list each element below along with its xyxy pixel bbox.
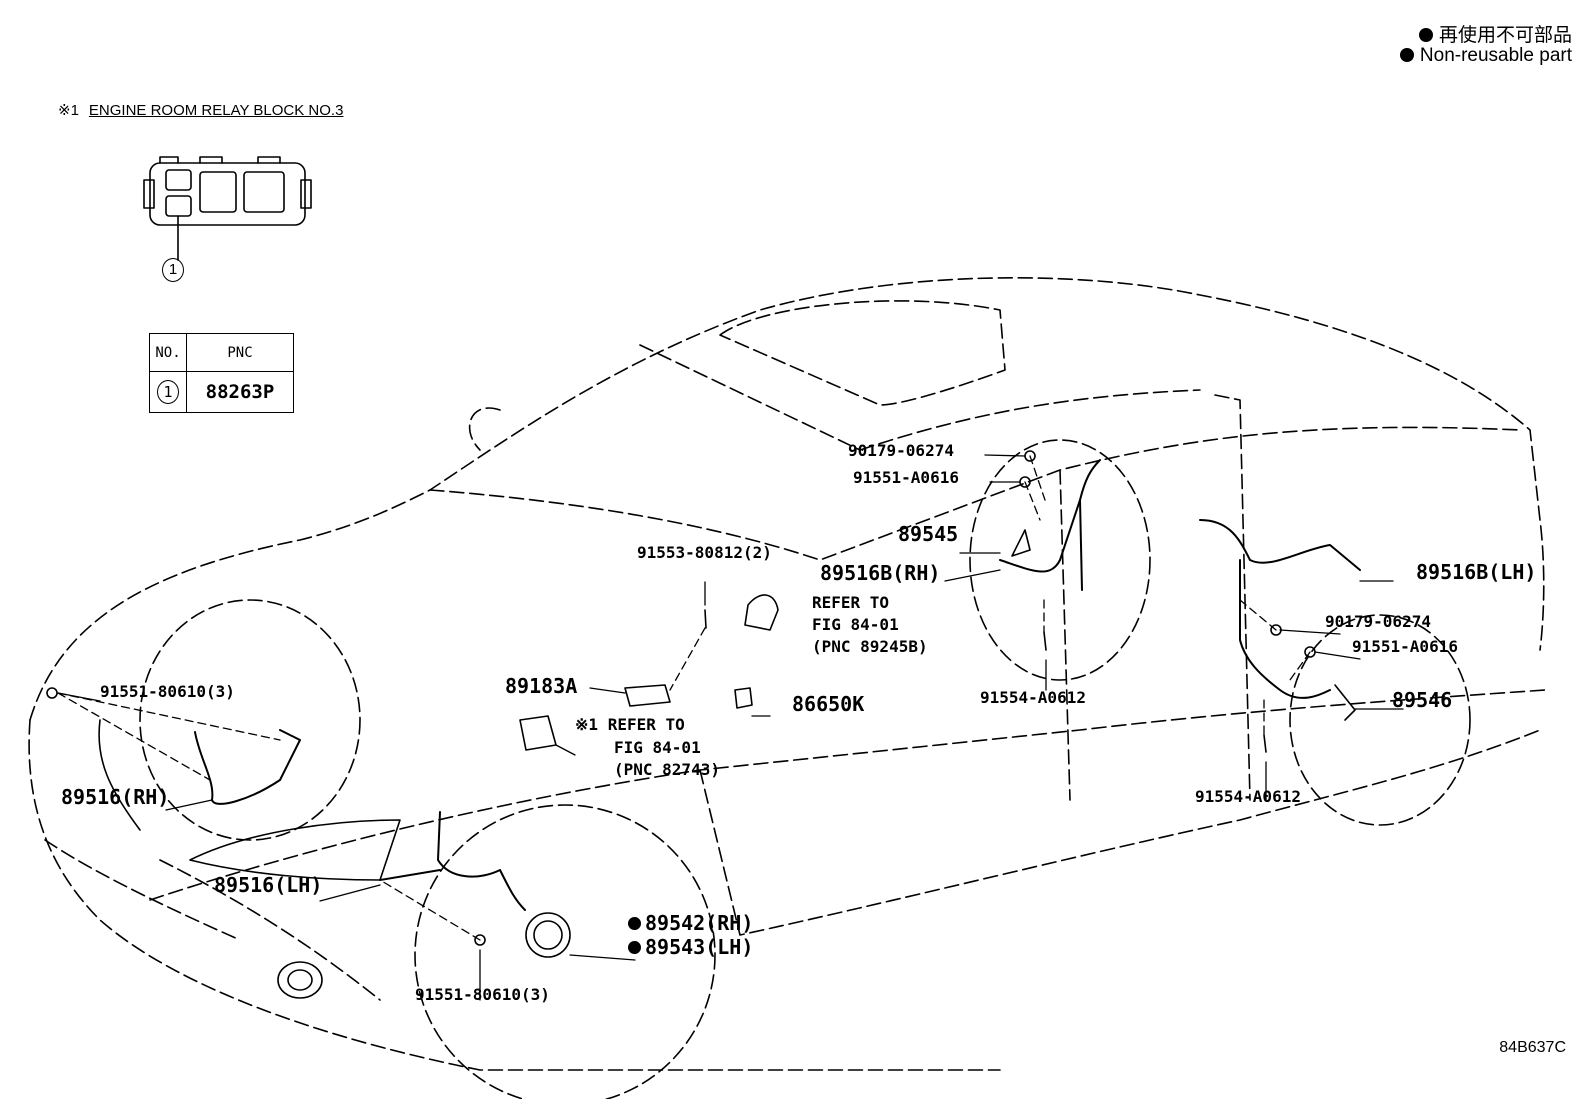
refer-fig-84-01-b-line1: ※1 REFER TO: [575, 717, 685, 733]
part-91551-80610-b[interactable]: 91551-80610(3): [415, 985, 550, 1004]
relay-block-title-text: ENGINE ROOM RELAY BLOCK NO.3: [88, 102, 344, 119]
relay-block-title: ※1 ENGINE ROOM RELAY BLOCK NO.3: [58, 101, 343, 119]
refer-fig-84-01-a-line3: (PNC 89245B): [812, 637, 928, 656]
legend-en: Non-reusable part: [1399, 45, 1572, 67]
leader-lines: [57, 454, 1404, 1001]
non-reusable-dot-icon: [1418, 28, 1433, 42]
legend-ja: 再使用不可部品: [1418, 20, 1572, 47]
non-reusable-dot-icon: [1399, 48, 1414, 62]
refer-text: REFER TO: [607, 715, 685, 734]
wheel-outlines: [139, 439, 1471, 1099]
legend-ja-text: 再使用不可部品: [1438, 25, 1572, 46]
part-91554-A0612-a[interactable]: 91554-A0612: [980, 688, 1086, 707]
part-89183A[interactable]: 89183A: [505, 674, 578, 698]
part-91554-A0612-b[interactable]: 91554-A0612: [1195, 787, 1301, 806]
part-91551-A0616-a[interactable]: 91551-A0616: [853, 468, 959, 487]
relay-callout: 1: [162, 258, 184, 282]
part-89546[interactable]: 89546: [1392, 688, 1453, 712]
part-89543-LH-text: 89543(LH): [645, 935, 754, 959]
part-89516B-RH[interactable]: 89516B(RH): [820, 561, 941, 585]
refer-mark: ※1: [575, 715, 599, 734]
refer-fig-84-01-a-line1: REFER TO: [812, 593, 890, 612]
part-91553-80812[interactable]: 91553-80812(2): [637, 543, 772, 562]
relay-callout-number: 1: [162, 258, 184, 282]
part-90179-06274-a[interactable]: 90179-06274: [848, 441, 954, 460]
pnc-table: NO. PNC 1 88263P: [149, 333, 294, 413]
sensor-harnesses: [194, 459, 1361, 911]
refer-fig-84-01-b-line2[interactable]: FIG 84-01: [614, 738, 701, 757]
part-89542-RH[interactable]: 89542(RH): [628, 913, 753, 933]
pnc-header-no: NO.: [149, 333, 187, 372]
part-90179-06274-b[interactable]: 90179-06274: [1325, 612, 1431, 631]
part-86650K[interactable]: 86650K: [792, 692, 865, 716]
part-89516B-LH[interactable]: 89516B(LH): [1416, 560, 1537, 584]
car-body-outline: [28, 277, 1546, 1071]
part-89543-LH[interactable]: 89543(LH): [628, 937, 753, 957]
non-reusable-dot-icon: [628, 917, 641, 930]
pnc-row-pnc: 88263P: [186, 371, 294, 413]
part-89516-RH[interactable]: 89516(RH): [61, 785, 170, 809]
part-89542-RH-text: 89542(RH): [645, 911, 754, 935]
refer-fig-84-01-b-line3: (PNC 82743): [614, 760, 720, 779]
part-89545[interactable]: 89545: [898, 522, 959, 546]
refer-fig-84-01-a-line2[interactable]: FIG 84-01: [812, 615, 899, 634]
diagram-id: 84B637C: [1499, 1039, 1566, 1056]
non-reusable-dot-icon: [628, 941, 641, 954]
part-91551-80610-a[interactable]: 91551-80610(3): [100, 682, 235, 701]
part-89516-LH[interactable]: 89516(LH): [214, 873, 323, 897]
pnc-row-no-number: 1: [157, 380, 179, 404]
legend-en-text: Non-reusable part: [1419, 45, 1572, 66]
part-91551-A0616-b[interactable]: 91551-A0616: [1352, 637, 1458, 656]
pnc-row-no: 1: [149, 371, 187, 413]
relay-block-mark: ※1: [58, 102, 79, 119]
dashed-leaders: [57, 455, 1311, 941]
front-details: [98, 719, 401, 999]
pnc-header-pnc: PNC: [186, 333, 294, 372]
relay-block-icon: [143, 156, 312, 261]
